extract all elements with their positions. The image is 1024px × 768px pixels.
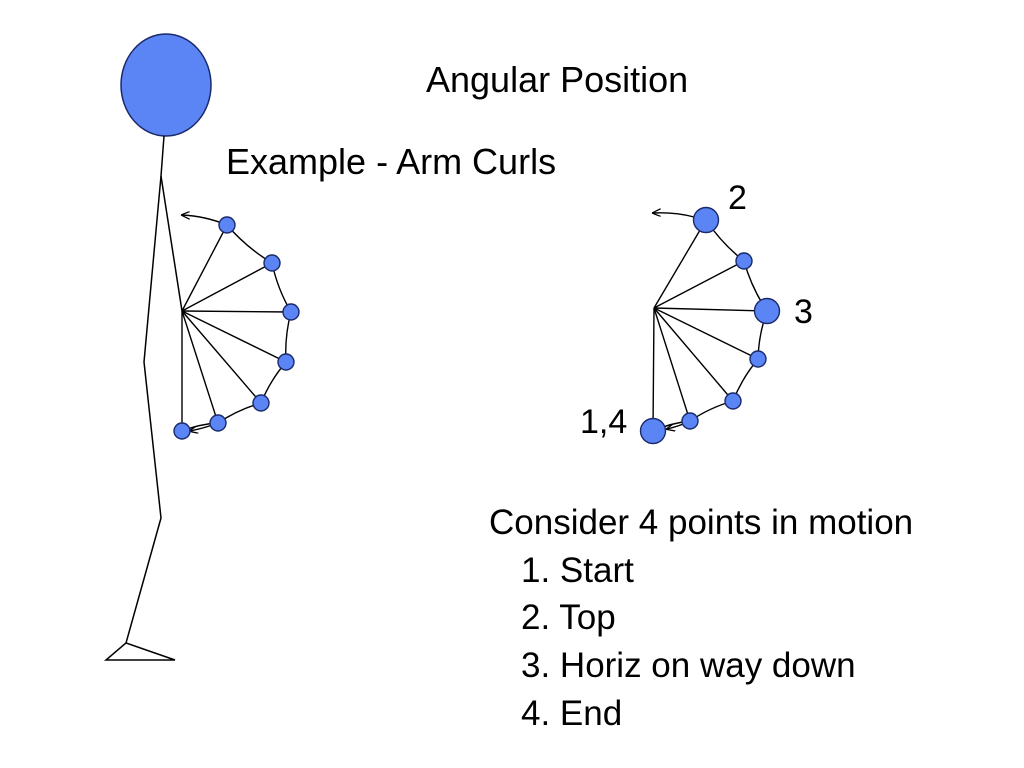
forearm-spoke [181,310,219,424]
forearm-spoke [653,307,691,422]
forearm-spoke [653,307,734,402]
slide-title: Angular Position [426,59,689,100]
position-point [282,303,300,321]
position-point [263,254,281,272]
forearm-spoke [181,310,292,313]
position-point [173,422,191,440]
motion-arc [652,219,768,432]
forearm-spoke [181,224,228,312]
notes-item-start: 1. Start [521,551,634,590]
forearm-spoke [181,310,262,404]
forearm-spoke [181,310,287,363]
upper-arm [160,175,183,312]
position-point [724,392,742,410]
forearm-spoke [653,260,745,309]
upward-arrow-icon [653,213,695,218]
body-outline [103,135,176,661]
key-position-point [639,417,667,445]
notes-heading: Consider 4 points in motion [489,503,914,542]
head [120,33,212,137]
point-label-3: 3 [794,293,813,331]
slide-subtitle: Example - Arm Curls [226,141,557,182]
position-point [749,350,767,368]
forearm-spoke [653,219,707,309]
position-point [277,353,295,371]
point-label-2: 2 [728,179,747,217]
point-label-1-4: 1,4 [580,403,628,441]
stick-figure [103,33,212,661]
left-arm-curl-arc [173,215,300,440]
forearm-spoke [653,307,768,312]
notes-item-top: 2. Top [521,598,616,637]
notes-item-horiz: 3. Horiz on way down [521,646,856,685]
forearm-spoke [652,307,655,432]
position-point [209,414,227,432]
key-position-point [753,297,781,325]
position-point [252,394,270,412]
position-point [735,252,753,270]
right-arm-curl-arc [639,206,781,445]
position-point [681,412,699,430]
notes-item-end: 4. End [521,694,623,733]
forearm-spoke [653,307,759,360]
key-position-point [692,206,720,234]
forearm-spoke [181,262,273,312]
position-point [218,216,236,234]
